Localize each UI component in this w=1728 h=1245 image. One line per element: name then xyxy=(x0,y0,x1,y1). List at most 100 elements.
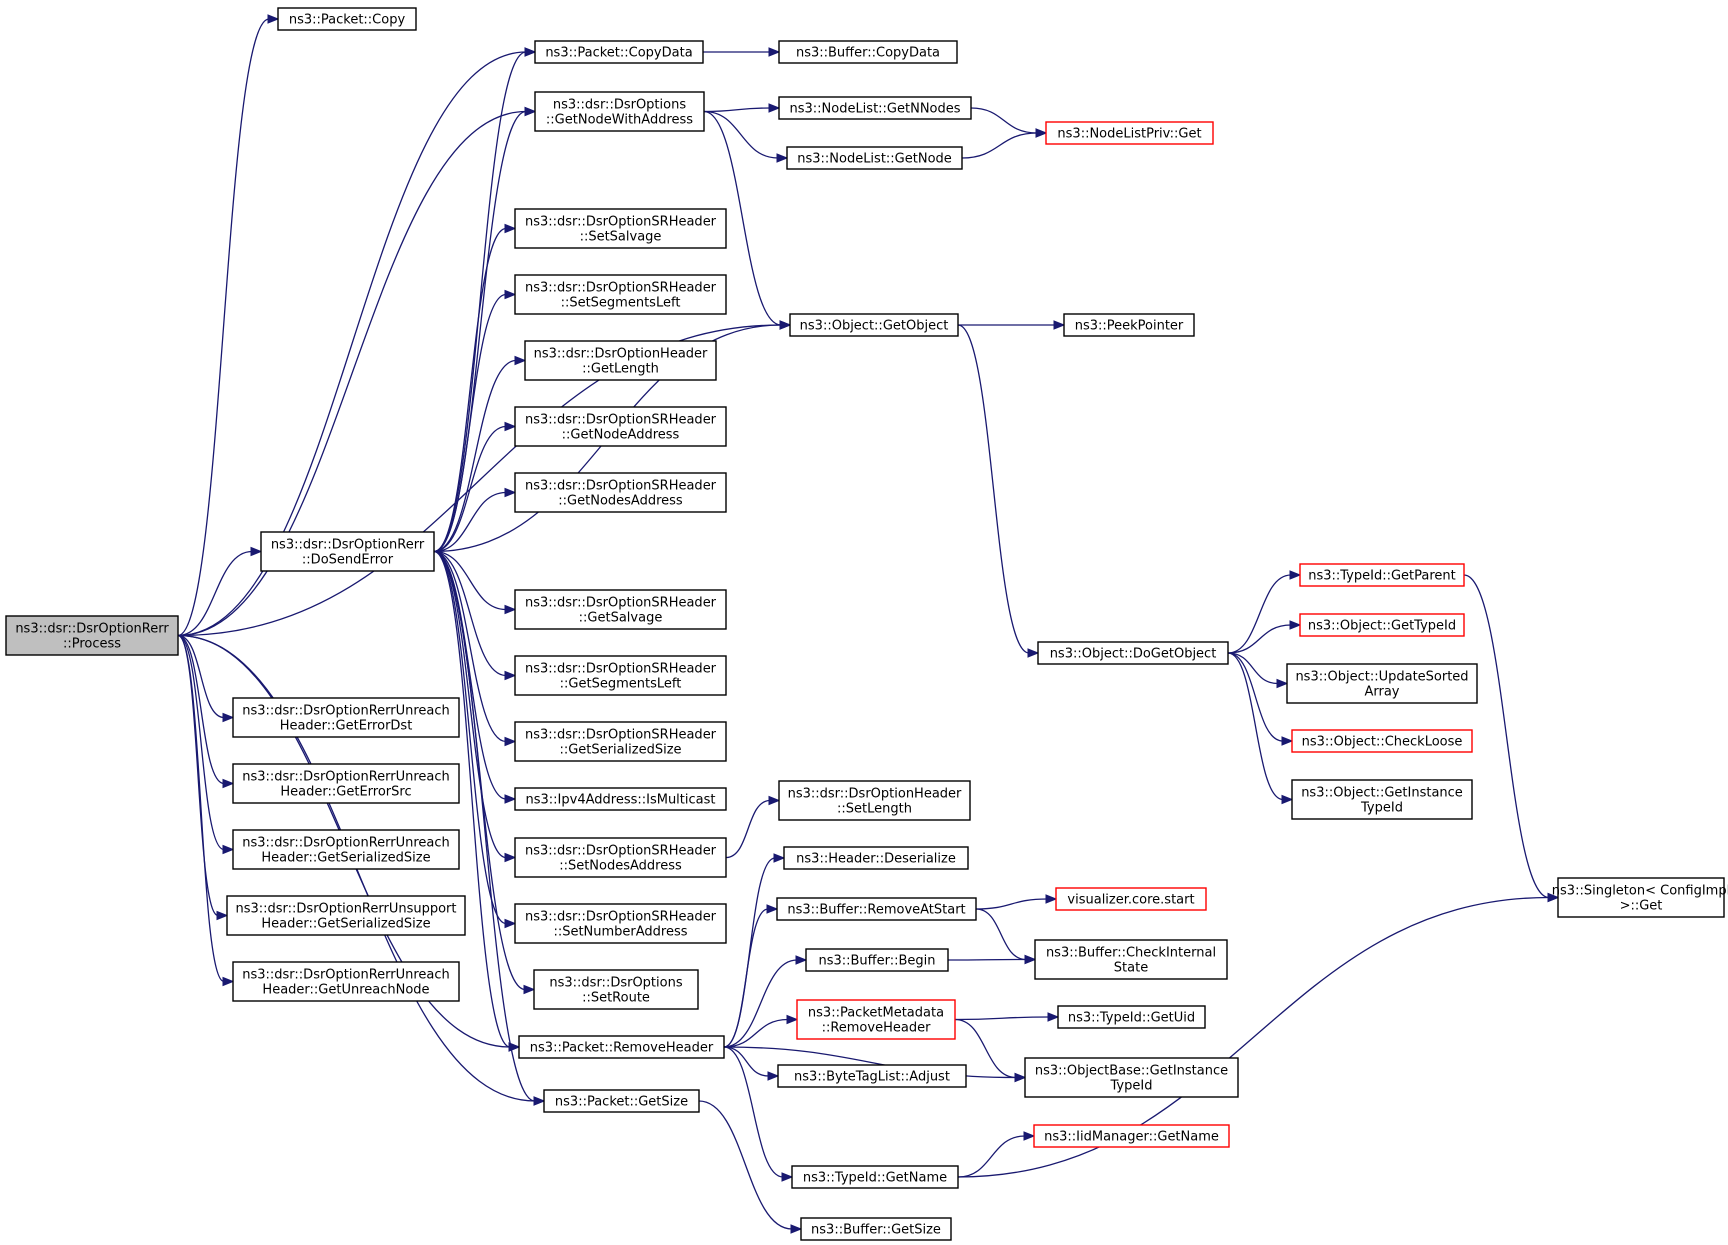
node-sr-getsalvage[interactable]: ns3::dsr::DsrOptionSRHeader::GetSalvage xyxy=(514,589,727,630)
node-rerr-getserializedsize[interactable]: ns3::dsr::DsrOptionRerrUnreachHeader::Ge… xyxy=(232,829,460,870)
node-oh-setlength[interactable]: ns3::dsr::DsrOptionHeader::SetLength xyxy=(778,780,971,821)
node-box xyxy=(778,40,958,64)
node-box xyxy=(518,1035,725,1059)
node-singleton-get[interactable]: ns3::Singleton< ConfigImpl >::Get xyxy=(1552,877,1728,918)
node-box xyxy=(232,697,460,738)
node-label-line: ::SetNodesAddress xyxy=(559,859,682,874)
node-rerrunsup-getserializedsize[interactable]: ns3::dsr::DsrOptionRerrUnsupportHeader::… xyxy=(226,895,466,936)
edge-line xyxy=(703,110,782,326)
edge-arrowhead xyxy=(1289,620,1302,630)
node-dosenderror[interactable]: ns3::dsr::DsrOptionRerr::DoSendError xyxy=(260,531,435,572)
edge-arrowhead xyxy=(222,712,235,723)
node-object-getobject[interactable]: ns3::Object::GetObject xyxy=(789,313,959,337)
node-sr-setnodesaddress[interactable]: ns3::dsr::DsrOptionSRHeader::SetNodesAdd… xyxy=(514,837,727,878)
node-sr-setsalvage[interactable]: ns3::dsr::DsrOptionSRHeader::SetSalvage xyxy=(514,208,727,249)
node-packet-copydata[interactable]: ns3::Packet::CopyData xyxy=(534,40,704,64)
node-label-line: visualizer.core.start xyxy=(1067,893,1194,908)
node-buffer-getsize[interactable]: ns3::Buffer::GetSize xyxy=(800,1217,952,1241)
edge-line xyxy=(177,634,225,851)
edge-buffer-removeatstart-to-visualizer-start xyxy=(975,894,1058,910)
node-object-gettypeid[interactable]: ns3::Object::GetTypeId xyxy=(1299,613,1465,637)
node-peekpointer[interactable]: ns3::PeekPointer xyxy=(1063,313,1195,337)
node-label-line: ns3::dsr::DsrOptionRerrUnreach xyxy=(242,770,450,785)
node-visualizer-start[interactable]: visualizer.core.start xyxy=(1055,887,1207,911)
node-nodelistpriv-get[interactable]: ns3::NodeListPriv::Get xyxy=(1045,121,1214,145)
edge-dosenderror-to-oh-getlength xyxy=(433,355,527,553)
node-label-line: ns3::Buffer::GetSize xyxy=(811,1223,941,1238)
node-pm-removeheader[interactable]: ns3::PacketMetadata::RemoveHeader xyxy=(796,999,956,1040)
node-label-line: ns3::Buffer::CopyData xyxy=(796,46,940,61)
edge-dosenderror-to-sr-getnodeaddress xyxy=(433,421,517,553)
node-typeid-getname[interactable]: ns3::TypeId::GetName xyxy=(791,1165,959,1189)
node-sr-getnodesaddress[interactable]: ns3::dsr::DsrOptionSRHeader::GetNodesAdd… xyxy=(514,472,727,513)
edge-root-to-dosenderror xyxy=(177,546,263,637)
edge-line xyxy=(954,1016,1050,1021)
node-box xyxy=(514,721,727,762)
node-box xyxy=(796,999,956,1040)
node-label-line: ns3::Packet::GetSize xyxy=(555,1095,688,1110)
edge-arrowhead xyxy=(786,1014,799,1025)
node-box xyxy=(778,780,971,821)
node-typeid-getparent[interactable]: ns3::TypeId::GetParent xyxy=(1299,563,1465,587)
node-box xyxy=(514,274,727,315)
node-sr-setsegmentsleft[interactable]: ns3::dsr::DsrOptionSRHeader::SetSegments… xyxy=(514,274,727,315)
node-buffer-begin[interactable]: ns3::Buffer::Begin xyxy=(805,948,949,972)
node-buffer-removeatstart[interactable]: ns3::Buffer::RemoveAtStart xyxy=(776,897,977,921)
edge-line xyxy=(723,1018,789,1048)
edge-line xyxy=(433,550,507,743)
node-sr-getnodeaddress[interactable]: ns3::dsr::DsrOptionSRHeader::GetNodeAddr… xyxy=(514,406,727,447)
node-typeid-getuid[interactable]: ns3::TypeId::GetUid xyxy=(1057,1005,1206,1029)
node-label-line: ns3::dsr::DsrOptionSRHeader xyxy=(525,479,717,494)
node-label-line: Header::GetSerializedSize xyxy=(261,917,430,932)
edge-pm-removeheader-to-objectbase-getinstance xyxy=(954,1018,1027,1083)
node-label-line: ::GetNodeWithAddress xyxy=(546,113,693,128)
edge-line xyxy=(177,51,527,637)
node-rerr-geterrorsrc[interactable]: ns3::dsr::DsrOptionRerrUnreachHeader::Ge… xyxy=(232,763,460,804)
node-nodelist-getnnodes[interactable]: ns3::NodeList::GetNNodes xyxy=(778,96,972,120)
node-iidmanager-getname[interactable]: ns3::IidManager::GetName xyxy=(1033,1124,1230,1148)
node-options-setroute[interactable]: ns3::dsr::DsrOptions::SetRoute xyxy=(533,969,699,1010)
node-box xyxy=(1291,729,1473,753)
node-label-line: ns3::dsr::DsrOptionSRHeader xyxy=(525,844,717,859)
node-box xyxy=(514,208,727,249)
edge-line xyxy=(433,425,507,553)
node-label-line: ns3::dsr::DsrOptionSRHeader xyxy=(525,281,717,296)
node-box xyxy=(1286,663,1478,704)
node-header-deserialize[interactable]: ns3::Header::Deserialize xyxy=(783,846,969,870)
node-nodelist-getnode[interactable]: ns3::NodeList::GetNode xyxy=(786,146,963,170)
node-ipv4-ismulticast[interactable]: ns3::Ipv4Address::IsMulticast xyxy=(514,787,727,811)
edge-line xyxy=(957,896,1550,1178)
node-label-line: ::GetSegmentsLeft xyxy=(560,677,682,692)
node-rerr-geterrordst[interactable]: ns3::dsr::DsrOptionRerrUnreachHeader::Ge… xyxy=(232,697,460,738)
node-label-line: ::SetSalvage xyxy=(580,230,662,245)
node-label-line: ns3::dsr::DsrOptionRerr xyxy=(15,622,169,637)
node-packet-removeheader[interactable]: ns3::Packet::RemoveHeader xyxy=(518,1035,725,1059)
node-label-line: ns3::Object::GetTypeId xyxy=(1308,619,1456,634)
node-buffer-copydata[interactable]: ns3::Buffer::CopyData xyxy=(778,40,958,64)
node-object-checkloose[interactable]: ns3::Object::CheckLoose xyxy=(1291,729,1473,753)
node-box xyxy=(1024,1057,1239,1098)
node-getnodewithaddress[interactable]: ns3::dsr::DsrOptions::GetNodeWithAddress xyxy=(534,91,705,132)
edge-arrowhead xyxy=(250,546,263,557)
node-bytetaglist-adjust[interactable]: ns3::ByteTagList::Adjust xyxy=(777,1064,967,1088)
node-packet-copy[interactable]: ns3::Packet::Copy xyxy=(277,7,417,31)
edge-line xyxy=(177,634,225,719)
edge-line xyxy=(703,110,779,159)
node-packet-getsize[interactable]: ns3::Packet::GetSize xyxy=(543,1089,700,1113)
edge-typeid-getname-to-iidmanager-getname xyxy=(957,1131,1036,1178)
node-box xyxy=(543,1089,700,1113)
node-rerr-getunreachnode[interactable]: ns3::dsr::DsrOptionRerrUnreachHeader::Ge… xyxy=(232,961,460,1002)
node-box xyxy=(514,589,727,630)
node-sr-setnumberaddress[interactable]: ns3::dsr::DsrOptionSRHeader::SetNumberAd… xyxy=(514,903,727,944)
node-sr-getsegmentsleft[interactable]: ns3::dsr::DsrOptionSRHeader::GetSegments… xyxy=(514,655,727,696)
node-object-dogetobject[interactable]: ns3::Object::DoGetObject xyxy=(1037,641,1229,665)
node-label-line: ns3::PeekPointer xyxy=(1075,319,1184,334)
node-sr-getserializedsize[interactable]: ns3::dsr::DsrOptionSRHeader::GetSerializ… xyxy=(514,721,727,762)
node-box xyxy=(786,146,963,170)
node-label-line: ::SetSegmentsLeft xyxy=(561,296,681,311)
node-oh-getlength[interactable]: ns3::dsr::DsrOptionHeader::GetLength xyxy=(524,340,717,381)
